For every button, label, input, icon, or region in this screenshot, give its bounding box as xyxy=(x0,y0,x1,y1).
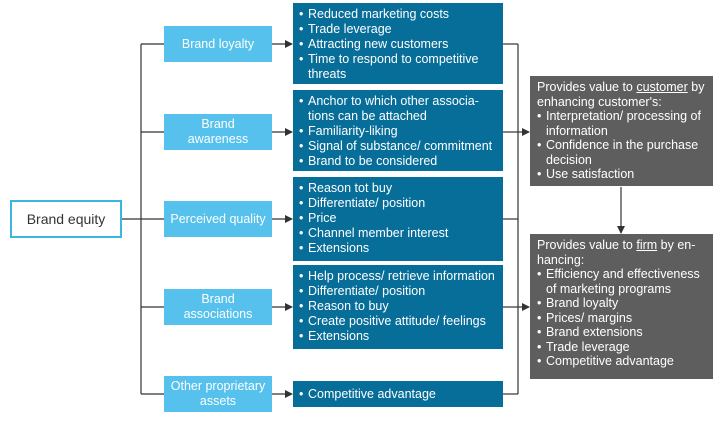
benefits-other-proprietary-assets: Competitive advantage xyxy=(293,381,503,407)
benefit-item: Familiarity-liking xyxy=(299,124,497,139)
benefit-item: Channel member interest xyxy=(299,226,497,241)
benefit-item: Competitive advantage xyxy=(299,387,436,402)
value-item: Brand loyalty xyxy=(537,296,706,311)
benefit-item: Differentiate/ position xyxy=(299,284,497,299)
benefit-item: Attracting new customers xyxy=(299,37,497,52)
driver-label: Other proprietary assets xyxy=(170,379,266,408)
customer-value-heading: Provides value to customer by enhancing … xyxy=(537,80,706,109)
customer-value-box: Provides value to customer by enhancing … xyxy=(530,76,713,186)
benefit-item: Reason to buy xyxy=(299,299,497,314)
driver-label: Brand loyalty xyxy=(181,36,255,51)
heading-text: by en-hancing: xyxy=(537,238,696,267)
heading-underlined-text: firm xyxy=(636,238,658,252)
benefit-item: Time to respond to competitive threats xyxy=(299,52,497,82)
driver-brand-associations: Brand associations xyxy=(164,289,272,325)
value-item: Prices/ margins xyxy=(537,311,706,326)
driver-label: Brand awareness xyxy=(187,117,249,146)
benefit-item: Signal of substance/ commitment xyxy=(299,139,497,154)
benefits-perceived-quality: Reason tot buy Differentiate/ position P… xyxy=(293,177,503,261)
benefit-item: Price xyxy=(299,211,497,226)
heading-text: by enhancing customer's: xyxy=(537,80,705,109)
value-item: Efficiency and effectiveness of marketin… xyxy=(537,267,706,296)
value-item: Trade leverage xyxy=(537,340,706,355)
benefits-brand-loyalty: Reduced marketing costs Trade leverage A… xyxy=(293,3,503,84)
value-item: Interpretation/ processing of informatio… xyxy=(537,109,706,138)
benefits-brand-awareness: Anchor to which other associa-tions can … xyxy=(293,90,503,171)
value-item: Confidence in the purchase decision xyxy=(537,138,706,167)
brand-equity-label: Brand equity xyxy=(26,211,106,227)
value-item: Brand extensions xyxy=(537,325,706,340)
benefit-item: Create positive attitude/ feelings xyxy=(299,314,497,329)
firm-value-heading: Provides value to firm by en-hancing: xyxy=(537,238,706,267)
driver-brand-loyalty: Brand loyalty xyxy=(164,26,272,62)
benefit-item: Extensions xyxy=(299,329,497,344)
benefit-item: Reduced marketing costs xyxy=(299,7,497,22)
heading-underlined-text: customer xyxy=(636,80,688,94)
driver-perceived-quality: Perceived quality xyxy=(164,201,272,237)
heading-text: Provides value to xyxy=(537,238,637,252)
benefit-item: Extensions xyxy=(299,241,497,256)
driver-other-proprietary-assets: Other proprietary assets xyxy=(164,376,272,412)
benefit-item: Brand to be considered xyxy=(299,154,497,169)
benefits-brand-associations: Help process/ retrieve information Diffe… xyxy=(293,265,503,349)
benefit-item: Anchor to which other associa-tions can … xyxy=(299,94,497,124)
benefit-item: Help process/ retrieve information xyxy=(299,269,497,284)
brand-equity-box: Brand equity xyxy=(10,200,122,238)
value-item: Use satisfaction xyxy=(537,167,706,182)
driver-label: Brand associations xyxy=(183,292,253,321)
benefit-item: Differentiate/ position xyxy=(299,196,497,211)
value-item: Competitive advantage xyxy=(537,354,706,369)
heading-text: Provides value to xyxy=(537,80,637,94)
driver-label: Perceived quality xyxy=(170,211,266,226)
benefit-item: Reason tot buy xyxy=(299,181,497,196)
firm-value-box: Provides value to firm by en-hancing: Ef… xyxy=(530,234,713,379)
benefit-item: Trade leverage xyxy=(299,22,497,37)
driver-brand-awareness: Brand awareness xyxy=(164,114,272,150)
